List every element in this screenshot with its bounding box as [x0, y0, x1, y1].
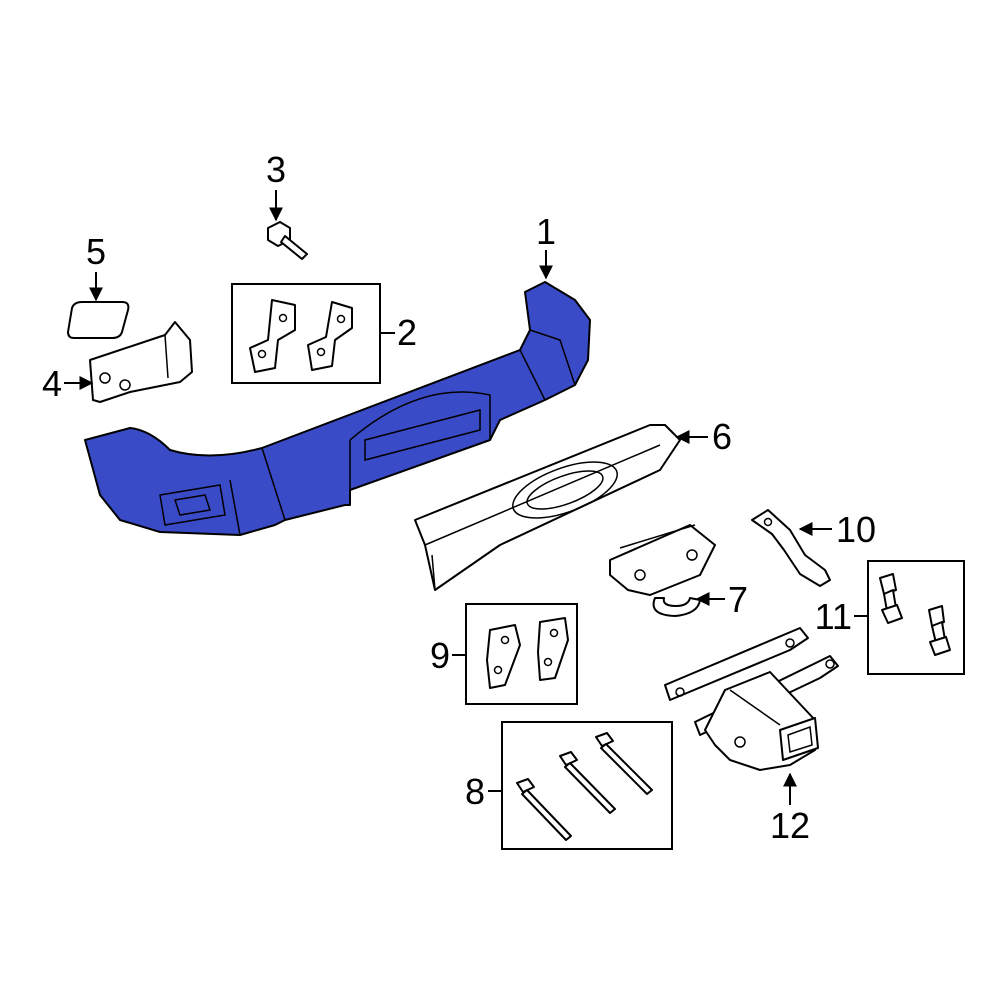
callout-4: 4 — [42, 363, 62, 404]
corner-bracket-part[interactable] — [89, 321, 193, 403]
callout-9: 9 — [430, 635, 450, 676]
bolt-pair-part[interactable] — [867, 560, 965, 675]
callout-3: 3 — [266, 149, 286, 190]
bumper-part[interactable] — [84, 281, 591, 536]
small-bracket-part[interactable] — [751, 509, 831, 587]
callout-labels: 1 2 3 4 5 6 7 8 9 10 11 12 — [42, 149, 876, 846]
callout-2: 2 — [397, 312, 417, 353]
pad-part[interactable] — [67, 301, 130, 339]
callout-11: 11 — [815, 596, 852, 637]
leader-lines — [64, 190, 868, 805]
tow-hook-part[interactable] — [609, 524, 716, 617]
callout-6: 6 — [712, 416, 732, 457]
hitch-receiver-part[interactable] — [664, 627, 839, 771]
bolt-kit-part[interactable] — [501, 721, 673, 850]
step-pad-part[interactable] — [414, 424, 681, 591]
plate-pair-part[interactable] — [465, 603, 578, 705]
callout-8: 8 — [465, 771, 485, 812]
callout-12: 12 — [770, 805, 810, 846]
callout-1: 1 — [536, 211, 556, 252]
bolt-part[interactable] — [267, 221, 308, 260]
callout-7: 7 — [728, 579, 748, 620]
callout-5: 5 — [86, 231, 106, 272]
callout-10: 10 — [836, 509, 876, 550]
bracket-pair-part[interactable] — [231, 283, 381, 384]
